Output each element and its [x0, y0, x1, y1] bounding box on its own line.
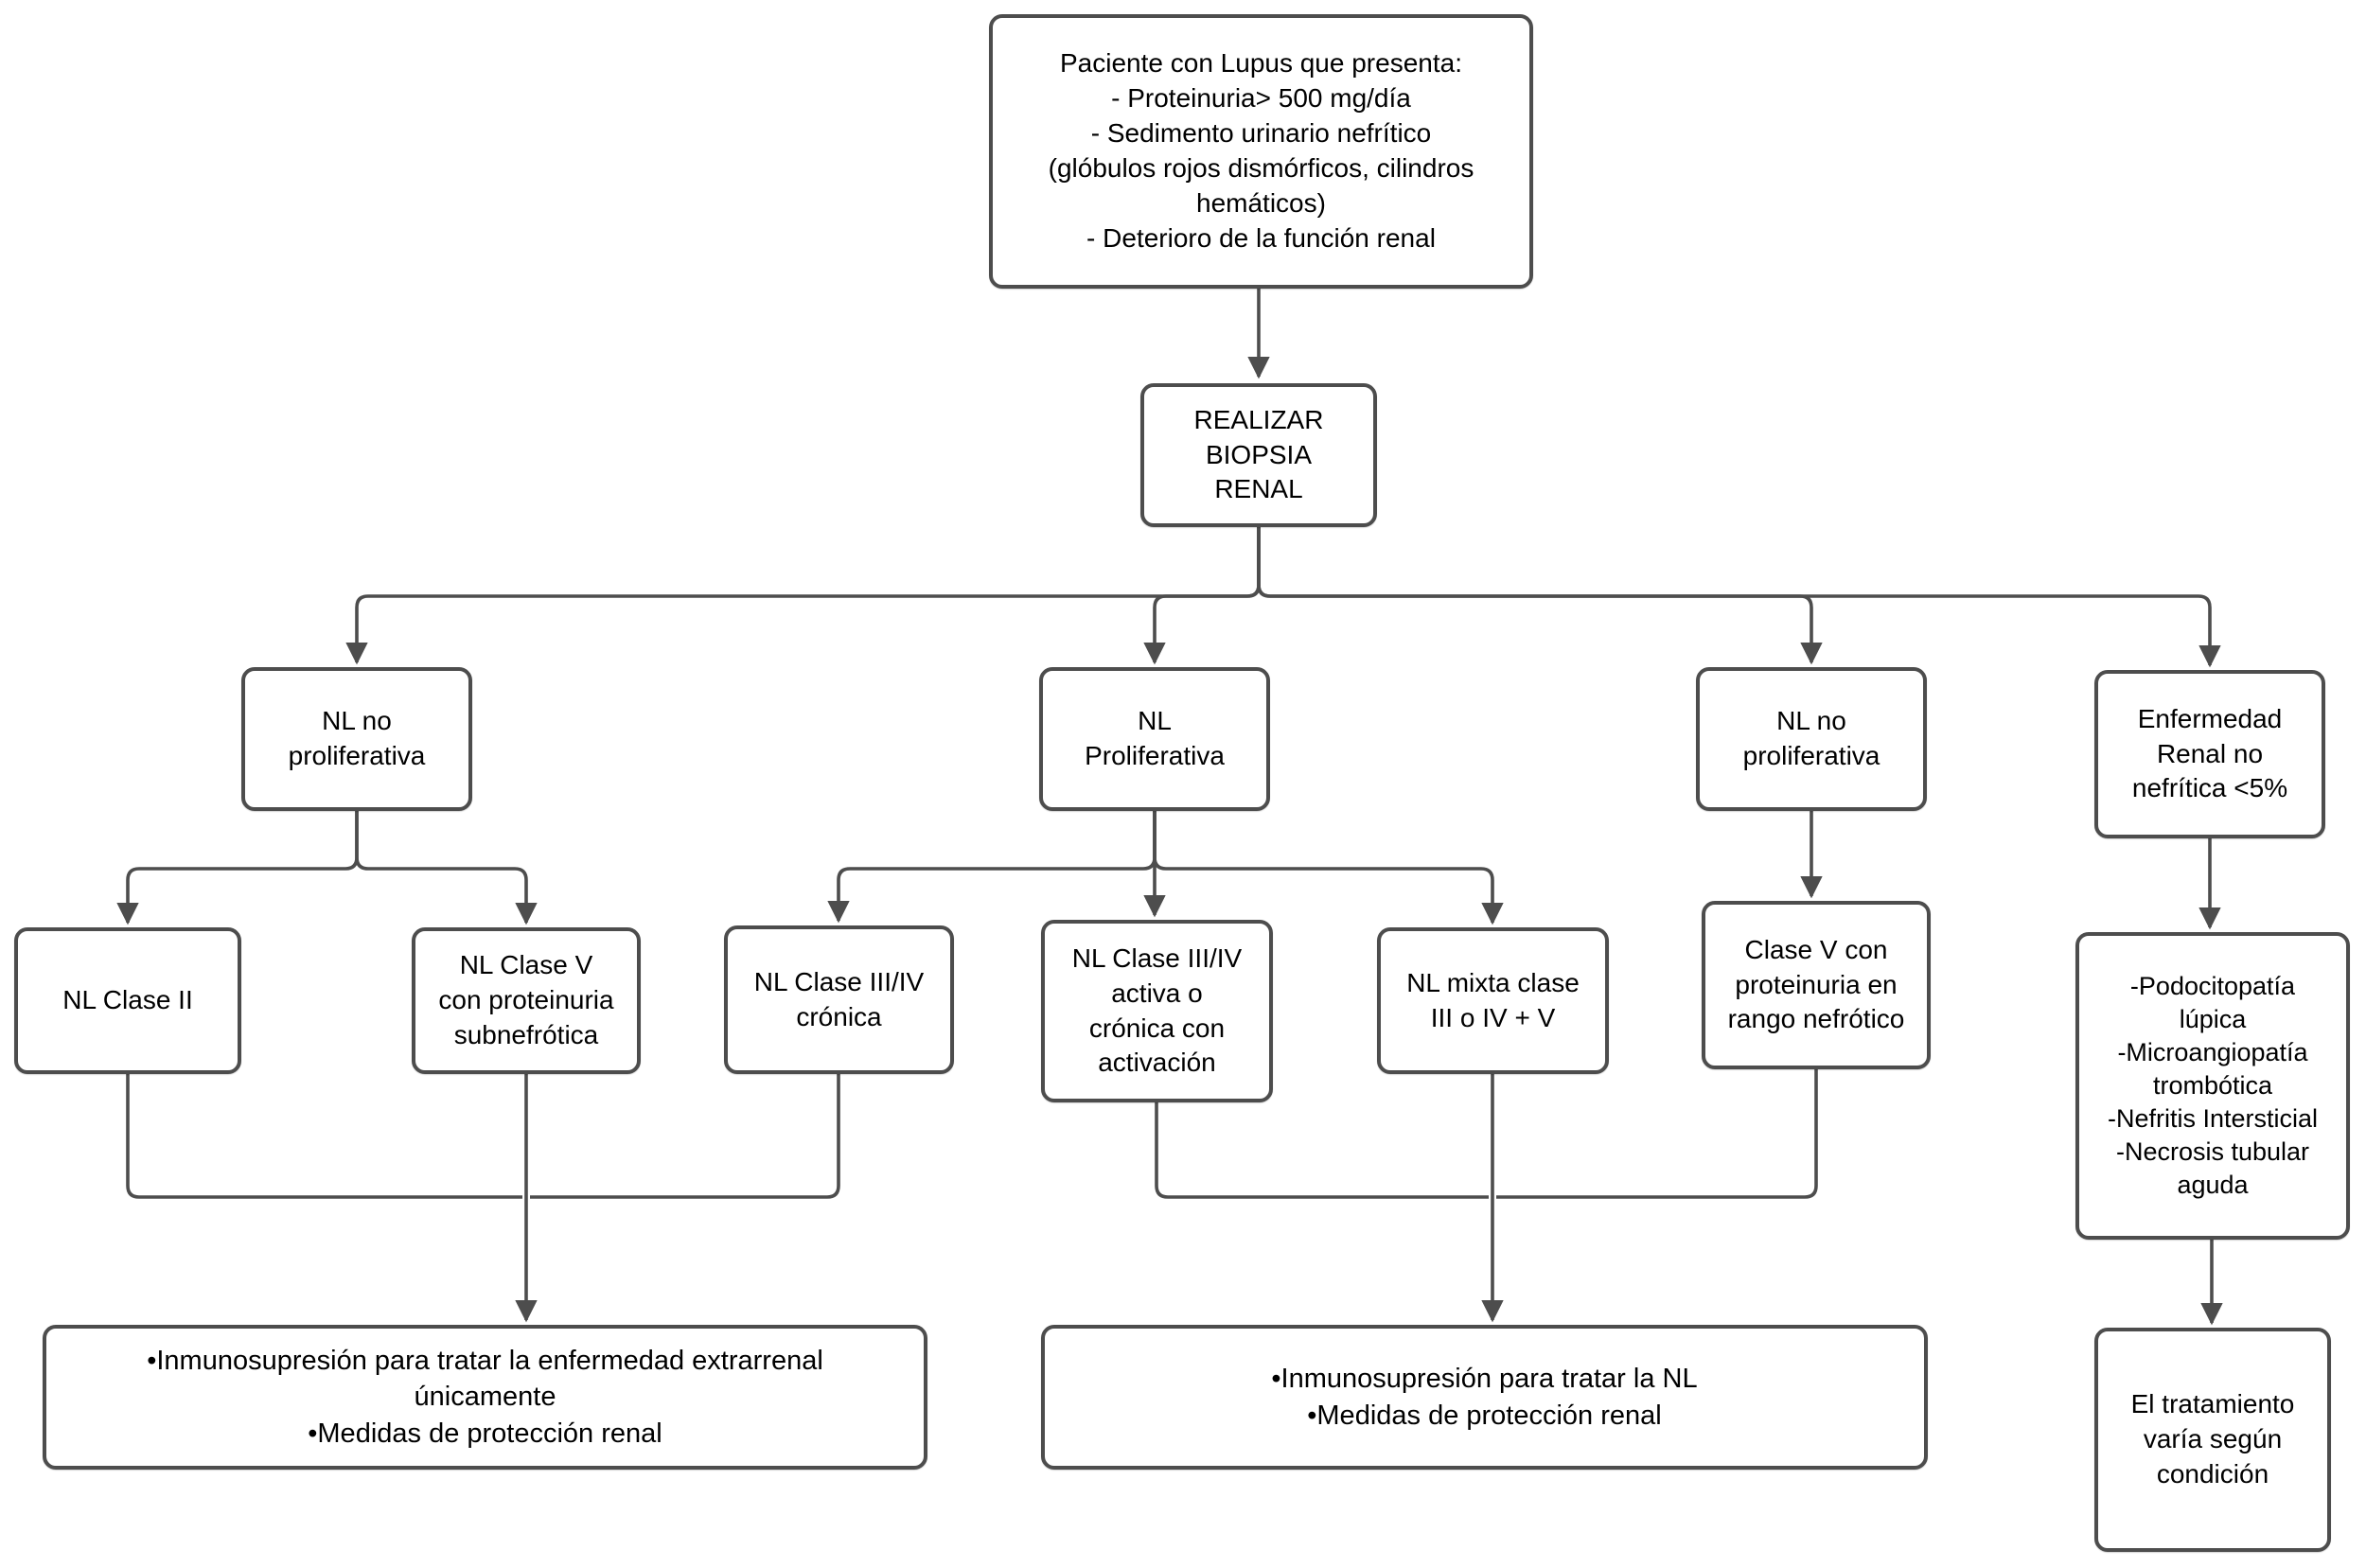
connector-split2-mixta — [1153, 811, 1504, 925]
node-nl-no-proliferativa-2: NL no proliferativa — [1696, 667, 1927, 811]
connector-merge1-left — [126, 1074, 522, 1199]
node-tratamiento-derecha: El tratamiento varía según condición — [2094, 1328, 2331, 1552]
node-nl-clase-5-subnefrotica: NL Clase V con proteinuria subnefrótica — [412, 927, 641, 1074]
node-tratamiento-medio: •Inmunosupresión para tratar la NL •Medi… — [1041, 1325, 1928, 1470]
connector-split2-cronica — [827, 811, 1157, 924]
connector-merge2-right — [1496, 1069, 1818, 1199]
connector-split1-clase2 — [116, 811, 359, 925]
connector-biopsy-branch4 — [1257, 527, 2221, 668]
node-patient: Paciente con Lupus que presenta: - Prote… — [989, 14, 1533, 289]
node-biopsy: REALIZAR BIOPSIA RENAL — [1140, 383, 1377, 527]
node-enfermedad-renal-no-nefritica: Enfermedad Renal no nefrítica <5% — [2094, 670, 2325, 838]
node-condiciones-no-nefriticas: -Podocitopatía lúpica -Microangiopatía t… — [2075, 932, 2350, 1240]
node-nl-clase-34-activa: NL Clase III/IV activa o crónica con act… — [1041, 920, 1273, 1102]
connector-merge2-left — [1155, 1102, 1489, 1199]
node-nl-mixta: NL mixta clase III o IV + V — [1377, 927, 1609, 1074]
node-nl-clase-34-cronica: NL Clase III/IV crónica — [724, 925, 954, 1074]
connector-split1-clase5sub — [355, 811, 538, 925]
node-tratamiento-izquierda: •Inmunosupresión para tratar la enfermed… — [43, 1325, 927, 1470]
node-clase-5-rango-nefrotico: Clase V con proteinuria en rango nefróti… — [1702, 901, 1931, 1069]
connector-biopsy-branch1 — [345, 527, 1261, 665]
connector-merge1-right — [530, 1074, 840, 1199]
node-nl-no-proliferativa-1: NL no proliferativa — [241, 667, 472, 811]
connector-biopsy-branch2 — [1143, 527, 1261, 665]
node-nl-clase-2: NL Clase II — [14, 927, 241, 1074]
node-nl-proliferativa: NL Proliferativa — [1039, 667, 1270, 811]
